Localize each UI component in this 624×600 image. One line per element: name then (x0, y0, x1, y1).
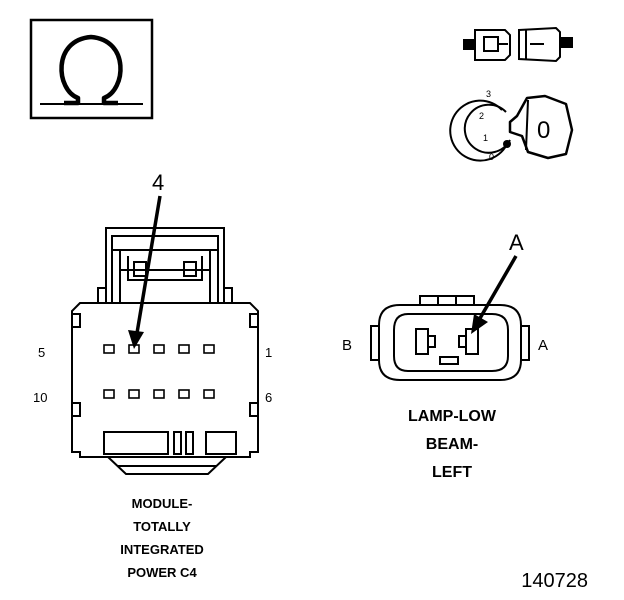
key-position-2: 2 (479, 111, 484, 121)
svg-text:LAMP-LOW: LAMP-LOW (408, 408, 497, 425)
figure-number: 140728 (521, 570, 588, 592)
connector-c4-pins (103, 344, 215, 399)
key-position-1: 1 (483, 133, 488, 143)
pin-a-callout-arrow (471, 255, 518, 334)
svg-text:POWER C4: POWER C4 (127, 565, 197, 580)
pin-label-6: 6 (265, 390, 272, 405)
pin-label-1: 1 (265, 345, 272, 360)
connector-lamp-outline (370, 295, 530, 381)
svg-text:LEFT: LEFT (432, 464, 472, 481)
disconnected-connector-icon (463, 26, 573, 63)
connector-c4-caption: MODULE- TOTALLY INTEGRATED POWER C4 (120, 496, 204, 580)
svg-text:INTEGRATED: INTEGRATED (120, 542, 204, 557)
connector-c4-outline (71, 227, 259, 475)
svg-text:MODULE-: MODULE- (132, 496, 193, 511)
ignition-key-icon (449, 94, 574, 162)
pin-label-10: 10 (33, 390, 47, 405)
key-position-shown: 0 (537, 117, 550, 144)
pin-label-5: 5 (38, 345, 45, 360)
connector-lamp-caption: LAMP-LOW BEAM- LEFT (408, 408, 497, 481)
side-label-b: B (342, 337, 352, 354)
side-label-a: A (538, 337, 548, 354)
key-position-3: 3 (486, 89, 491, 99)
svg-text:TOTALLY: TOTALLY (133, 519, 191, 534)
pin-4-callout-label: 4 (152, 170, 164, 195)
key-position-0: 0 (489, 152, 494, 162)
pin-4-callout-arrow (128, 195, 162, 349)
pin-a-callout-label: A (509, 230, 524, 255)
svg-text:BEAM-: BEAM- (426, 436, 478, 453)
ohmmeter-symbol-icon (29, 18, 154, 120)
